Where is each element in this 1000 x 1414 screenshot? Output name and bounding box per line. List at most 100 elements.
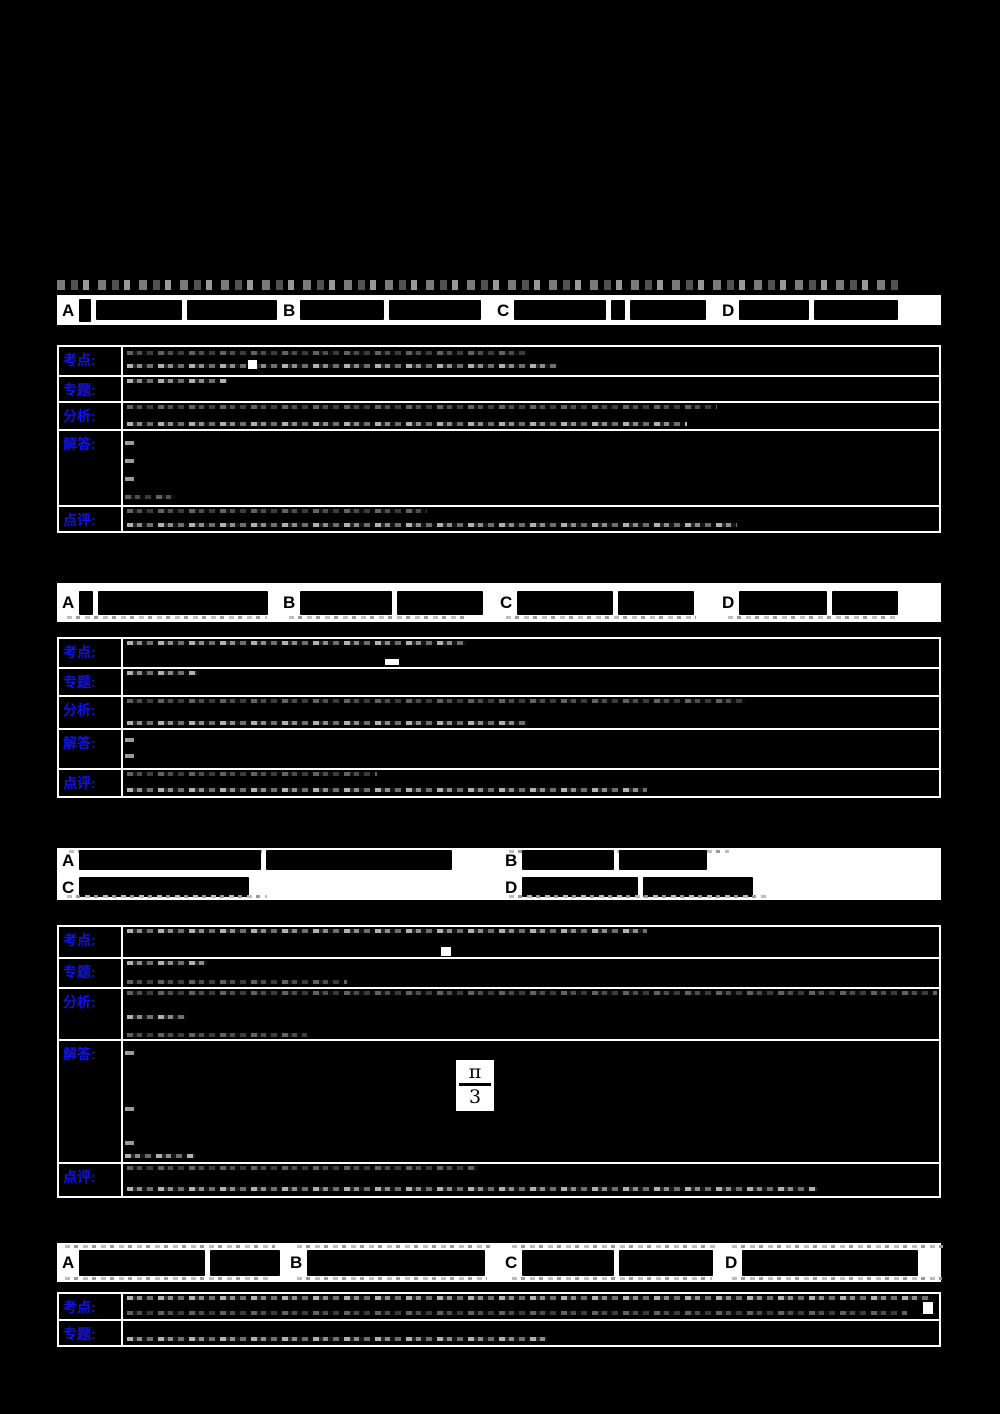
row-content-redacted [123,959,939,987]
row-content-redacted [123,989,939,1039]
row-label-jieda: 解答: [59,431,123,505]
row-content-redacted [123,347,939,375]
detail-row-jieda: 解答: π 3 [59,1039,939,1162]
option-letter-b: B [290,1253,303,1272]
option-letter-d: D [505,877,518,897]
detail-row-fenxi: 分析: [59,401,939,429]
text-smudge [127,364,557,368]
white-artifact [248,360,257,369]
redacted-text-blob [618,590,695,615]
fraction-numerator: π [459,1061,491,1086]
white-artifact [385,659,399,665]
redacted-text-blob [643,877,754,897]
option-cell-c: C [500,583,695,622]
text-smudge [127,405,717,409]
redacted-text-blob [98,590,269,615]
redacted-text-blob [187,300,278,320]
text-smudge [127,1033,307,1037]
option-letter-b: B [283,300,296,320]
redacted-text-blob [514,300,607,320]
options-grid-row-2: C D [57,875,941,899]
option-cell-d: D [725,1243,919,1282]
detail-row-fenxi: 分析: [59,987,939,1039]
text-smudge [127,788,647,792]
text-smudge [67,616,267,619]
redacted-text-blob [300,590,393,615]
redacted-text-blob [79,1249,206,1276]
option-letter-a: A [62,850,75,870]
option-cell-c: C [62,875,250,899]
text-smudge [125,1141,134,1145]
text-smudge [127,509,427,513]
row-label-fenxi: 分析: [59,403,123,429]
text-smudge [127,422,687,426]
option-letter-c: C [497,300,510,320]
option-letter-d: D [722,300,735,320]
white-artifact [923,1302,933,1314]
answer-detail-box-4: 考点: 专题: [57,1292,941,1347]
text-smudge [127,379,227,383]
option-cell-b: B [290,1243,486,1282]
answer-detail-box-3: 考点: 专题: 分析: 解答: [57,925,941,1198]
redacted-text-blob [79,850,262,870]
row-label-dianping: 点评: [59,770,123,796]
text-smudge [65,1245,275,1248]
text-smudge [67,895,267,898]
option-letter-a: A [62,300,75,320]
text-smudge [732,1277,942,1280]
question-2-options-bar: A B C D [57,583,941,622]
detail-row-dianping: 点评: [59,768,939,796]
text-smudge [509,850,729,853]
text-smudge [512,1277,712,1280]
detail-row-kaodian: 考点: [59,1294,939,1319]
redacted-text-blob [739,590,828,615]
redacted-text-blob [522,1249,615,1276]
redacted-text-blob [611,300,626,320]
row-content-redacted [123,1294,939,1319]
redacted-text-blob [300,300,385,320]
text-smudge [127,671,197,675]
option-letter-c: C [505,1253,518,1272]
row-content-redacted [123,403,939,429]
detail-row-zhuanti: 专题: [59,667,939,695]
option-letter-b: B [283,593,296,612]
row-label-zhuanti: 专题: [59,1321,123,1345]
text-smudge [125,477,134,481]
row-content-redacted [123,927,939,957]
row-content-redacted [123,639,939,667]
option-cell-c: C [505,1243,714,1282]
redacted-text-blob [210,1249,281,1276]
option-cell-d: D [722,295,899,325]
redacted-text-blob [96,300,183,320]
text-smudge [297,1245,492,1248]
text-smudge [127,1296,932,1300]
answer-detail-box-2: 考点: 专题: 分析: 解答: 点 [57,637,941,798]
text-smudge [125,1107,134,1111]
redacted-text-blob [397,590,484,615]
row-label-zhuanti: 专题: [59,669,123,695]
option-cell-a: A [62,583,269,622]
row-label-jieda: 解答: [59,1041,123,1162]
option-letter-c: C [500,593,513,612]
redacted-text-blob [79,298,92,322]
redacted-text-blob [266,850,453,870]
redacted-text-blob [832,590,899,615]
row-label-zhuanti: 专题: [59,377,123,401]
text-smudge [127,772,377,776]
option-letter-b: B [505,850,518,870]
detail-row-zhuanti: 专题: [59,1319,939,1345]
options-grid-row-1: A B [57,848,941,872]
text-smudge [65,1277,270,1280]
redacted-text-blob [619,1249,714,1276]
redacted-text-blob [522,850,615,870]
row-label-kaodian: 考点: [59,927,123,957]
option-cell-a: A [62,295,278,325]
option-cell-d: D [505,875,754,899]
redacted-text-blob [517,590,614,615]
text-smudge [732,1245,947,1248]
option-cell-c: C [497,295,707,325]
detail-row-dianping: 点评: [59,1162,939,1196]
text-smudge [127,523,737,527]
row-content-redacted [123,697,939,728]
